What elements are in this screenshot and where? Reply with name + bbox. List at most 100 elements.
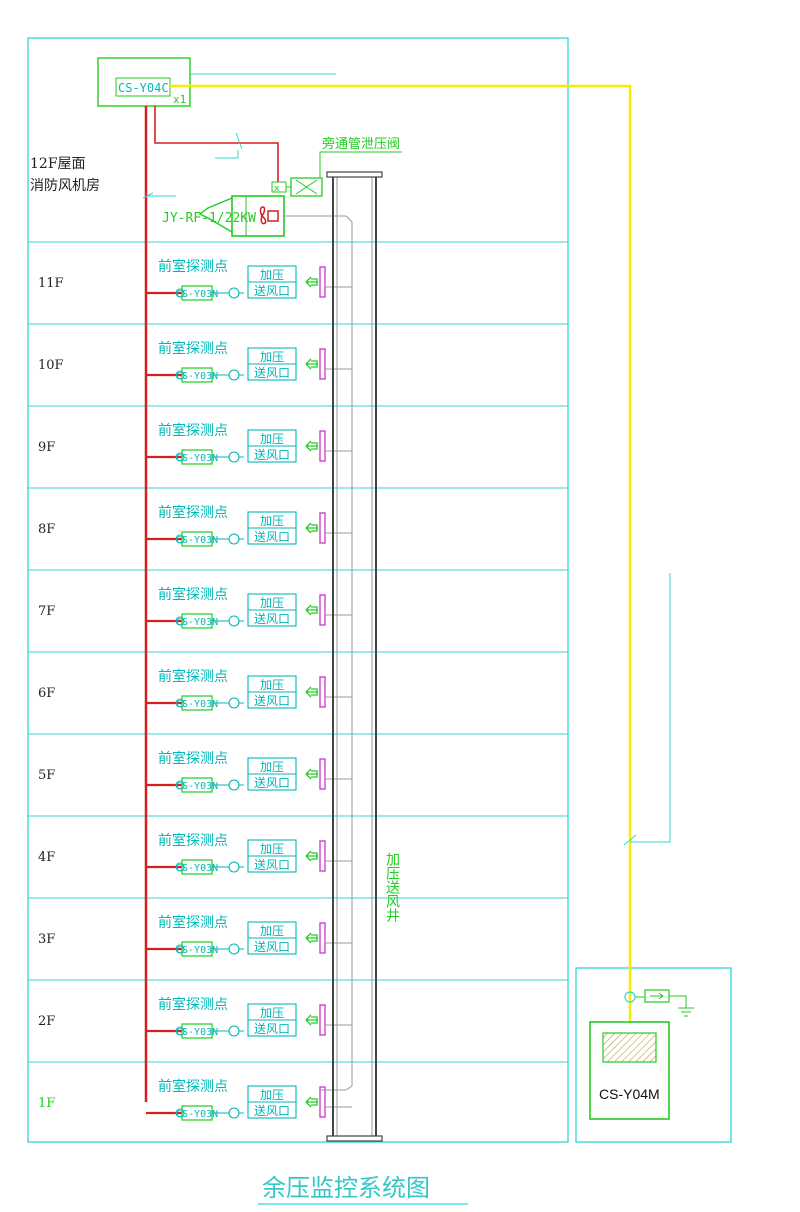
floor-label: 1F xyxy=(38,1096,55,1111)
controller-qty: x1 xyxy=(173,93,186,106)
sensor-lead-dot xyxy=(175,370,185,380)
floor-label: 9F xyxy=(38,440,55,455)
floor-label: 7F xyxy=(38,604,55,619)
outlet-label-line-2: 送风口 xyxy=(254,529,290,544)
supply-air-outlet[interactable] xyxy=(319,1086,326,1118)
supply-air-outlet[interactable] xyxy=(319,594,326,626)
pressure-sensor[interactable]: CS-Y03N xyxy=(175,449,218,465)
pressurization-fan[interactable] xyxy=(198,195,285,237)
probe-port xyxy=(228,1107,240,1119)
probe-port xyxy=(228,943,240,955)
outlet-label-line-2: 送风口 xyxy=(254,939,290,954)
outlet-label-line-2: 送风口 xyxy=(254,447,290,462)
pressure-sensor[interactable]: CS-Y03N xyxy=(175,695,218,711)
supply-air-outlet[interactable] xyxy=(319,922,326,954)
fan-label: JY-RF-1/22KW xyxy=(162,211,256,226)
sensor-lead-dot xyxy=(175,452,185,462)
airflow-arrow-icon xyxy=(305,768,318,780)
probe-port xyxy=(228,1025,240,1037)
airflow-arrow-icon xyxy=(305,276,318,288)
probe-point-label: 前室探测点 xyxy=(158,1078,228,1095)
sensor-label: CS-Y03N xyxy=(176,699,218,710)
pressure-sensor[interactable]: CS-Y03N xyxy=(175,367,218,383)
probe-point-label: 前室探测点 xyxy=(158,504,228,521)
outlet-label-line-2: 送风口 xyxy=(254,365,290,380)
outlet-label-line-2: 送风口 xyxy=(254,693,290,708)
probe-point-label: 前室探测点 xyxy=(158,586,228,603)
shaft-cap-top xyxy=(326,171,383,178)
pressure-sensor[interactable]: CS-Y03N xyxy=(175,941,218,957)
shaft-label: 加压送风井 xyxy=(384,852,400,923)
airflow-arrow-icon xyxy=(305,522,318,534)
sensor-lead-dot xyxy=(175,1108,185,1118)
air-shaft xyxy=(326,171,383,1142)
bypass-valve-label: 旁通管泄压阀 xyxy=(322,136,400,152)
sensor-label: CS-Y03N xyxy=(176,1027,218,1038)
pressure-sensor[interactable]: CS-Y03N xyxy=(175,285,218,301)
sensor-lead-dot xyxy=(175,780,185,790)
airflow-arrow-icon xyxy=(305,932,318,944)
pressure-sensor[interactable]: CS-Y03N xyxy=(175,859,218,875)
airflow-arrow-icon xyxy=(305,850,318,862)
floor-label: 10F xyxy=(38,358,64,373)
supply-air-outlet[interactable] xyxy=(319,266,326,298)
sensor-label: CS-Y03N xyxy=(176,781,218,792)
probe-point-label: 前室探测点 xyxy=(158,340,228,357)
sensor-lead-dot xyxy=(175,698,185,708)
sensor-label: CS-Y03N xyxy=(176,617,218,628)
outlet-label-line-2: 送风口 xyxy=(254,611,290,626)
probe-port xyxy=(228,369,240,381)
fan-outlet-duct xyxy=(284,215,353,1091)
probe-port xyxy=(228,451,240,463)
outlet-label-line-2: 送风口 xyxy=(254,283,290,298)
pressure-sensor[interactable]: CS-Y03N xyxy=(175,777,218,793)
pressure-sensor[interactable]: CS-Y03N xyxy=(175,1023,218,1039)
probe-port xyxy=(228,615,240,627)
supply-air-outlet[interactable] xyxy=(319,348,326,380)
sensor-lead-dot xyxy=(175,1026,185,1036)
outlet-label-line-2: 送风口 xyxy=(254,1103,290,1118)
fan-blades xyxy=(259,206,267,225)
roof-controller[interactable]: CS-Y04C x1 xyxy=(97,57,191,107)
outlet-label-line-1: 加压 xyxy=(260,678,284,692)
pressure-sensor[interactable]: CS-Y03N xyxy=(175,1105,218,1121)
supply-air-outlet[interactable] xyxy=(319,430,326,462)
sensor-label: CS-Y03N xyxy=(176,535,218,546)
sensor-label: CS-Y03N xyxy=(176,945,218,956)
supply-air-outlet[interactable] xyxy=(319,512,326,544)
monitor-label: CS-Y04M xyxy=(599,1086,660,1102)
pressure-sensor[interactable]: CS-Y03N xyxy=(175,613,218,629)
supply-air-outlet[interactable] xyxy=(319,1004,326,1036)
valve-actuator-mark: x xyxy=(274,184,280,194)
supply-air-outlet[interactable] xyxy=(319,840,326,872)
probe-point-label: 前室探测点 xyxy=(158,996,228,1013)
supply-air-outlet[interactable] xyxy=(319,676,326,708)
shaft-cap-bottom xyxy=(326,1135,383,1142)
monitor-unit[interactable]: CS-Y04M xyxy=(589,1021,670,1120)
ground-icon xyxy=(678,1007,694,1017)
signal-branch xyxy=(630,573,671,843)
building-outline xyxy=(27,37,569,1143)
sensor-label: CS-Y03N xyxy=(176,371,218,382)
probe-port xyxy=(228,287,240,299)
floor-label: 6F xyxy=(38,686,55,701)
probe-point-label: 前室探测点 xyxy=(158,258,228,275)
probe-point-label: 前室探测点 xyxy=(158,668,228,685)
floor-rows: 11F前室探测点CS-Y03N加压送风口10F前室探测点CS-Y03N加压送风口… xyxy=(28,241,568,1121)
fan-motor xyxy=(267,210,279,222)
pressure-sensor[interactable]: CS-Y03N xyxy=(175,531,218,547)
floor-label: 2F xyxy=(38,1014,55,1029)
signal-tick xyxy=(623,834,637,846)
supply-air-outlet[interactable] xyxy=(319,758,326,790)
valve-blade-2 xyxy=(295,179,318,195)
bypass-pressure-valve[interactable]: x xyxy=(271,177,323,197)
